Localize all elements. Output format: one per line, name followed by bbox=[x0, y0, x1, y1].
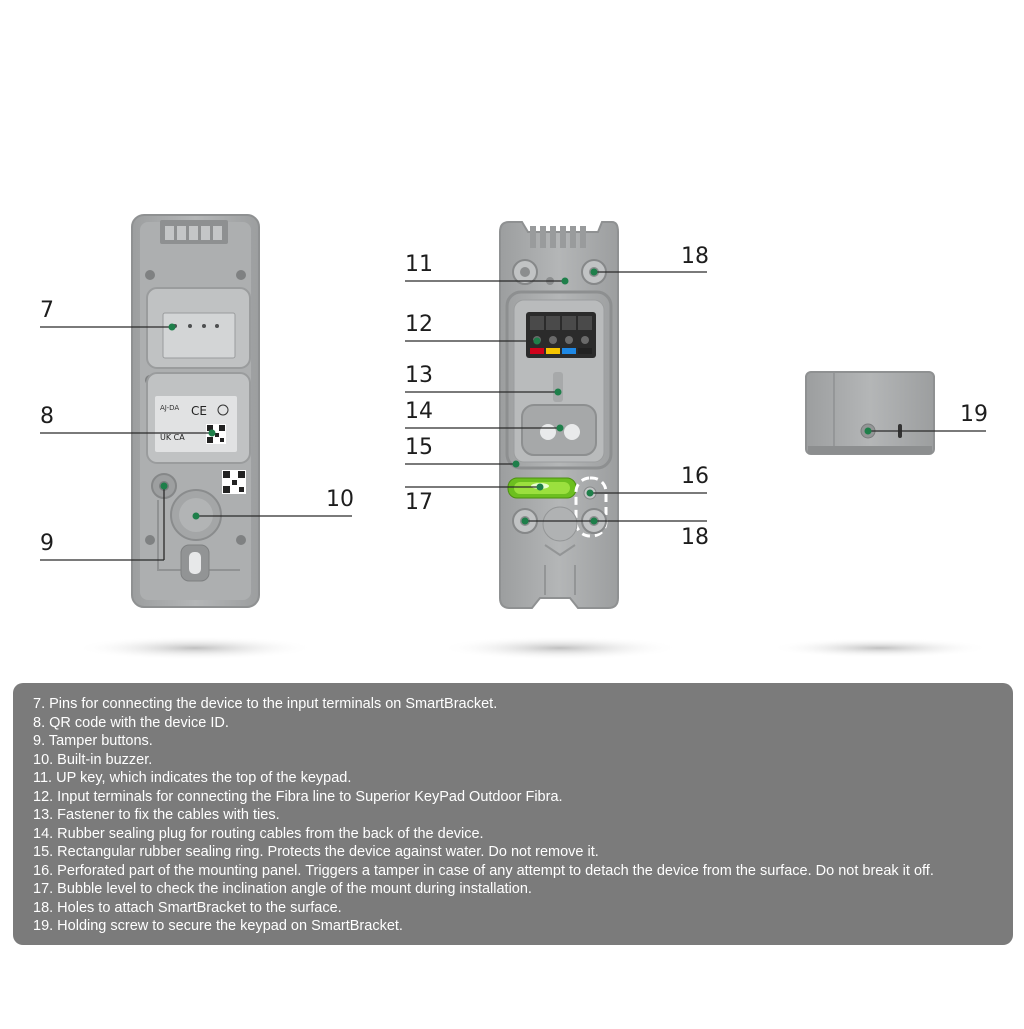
qr-code-small bbox=[206, 424, 226, 444]
legend-item-19: 19. Holding screw to secure the keypad o… bbox=[33, 918, 403, 934]
legend-item-10: 10. Built-in buzzer. bbox=[33, 751, 153, 768]
sealing-ring bbox=[505, 290, 613, 470]
callout-19: 19 bbox=[960, 402, 988, 427]
callout-18-bottom: 18 bbox=[681, 525, 709, 550]
callout-14: 14 bbox=[405, 399, 433, 424]
callout-13: 13 bbox=[405, 363, 433, 388]
side-body bbox=[805, 371, 935, 455]
pointer-dots bbox=[160, 268, 872, 525]
qr-code-id bbox=[222, 470, 246, 494]
cable-fastener bbox=[553, 372, 563, 402]
legend-item-16: 16. Perforated part of the mounting pane… bbox=[33, 862, 934, 879]
callout-11: 11 bbox=[405, 252, 433, 277]
model-code-text: AJ-DA bbox=[160, 404, 179, 412]
keypad-side-view bbox=[805, 371, 935, 455]
keypad-back-view: AJ-DA CE UK CA bbox=[131, 214, 260, 608]
legend-item-8: 8. QR code with the device ID. bbox=[33, 714, 229, 731]
legend-item-11: 11. UP key, which indicates the top of t… bbox=[33, 770, 352, 786]
legend-item-7: 7. Pins for connecting the device to the… bbox=[33, 696, 498, 712]
callout-17: 17 bbox=[405, 490, 433, 515]
legend-item-9: 9. Tamper buttons. bbox=[33, 733, 153, 749]
ce-mark-text: CE bbox=[191, 404, 207, 418]
ukca-mark-text: UK CA bbox=[160, 433, 185, 442]
smartbracket-view bbox=[499, 221, 619, 609]
shadow-side bbox=[770, 638, 990, 658]
callout-18-top: 18 bbox=[681, 244, 709, 269]
legend-item-15: 15. Rectangular rubber sealing ring. Pro… bbox=[33, 844, 599, 860]
shadow-keypad bbox=[75, 636, 315, 660]
perforated-part bbox=[574, 476, 608, 538]
legend-item-14: 14. Rubber sealing plug for routing cabl… bbox=[33, 825, 484, 842]
callout-16: 16 bbox=[681, 464, 709, 489]
recycle-icon bbox=[217, 404, 229, 416]
legend-panel: 7. Pins for connecting the device to the… bbox=[13, 683, 1013, 945]
legend-item-12: 12. Input terminals for connecting the F… bbox=[33, 788, 563, 805]
callout-12: 12 bbox=[405, 312, 433, 337]
legend-item-18: 18. Holes to attach SmartBracket to the … bbox=[33, 899, 342, 916]
shadow-bracket bbox=[440, 636, 680, 660]
leader-lines bbox=[40, 271, 986, 561]
legend-item-13: 13. Fastener to fix the cables with ties… bbox=[33, 807, 280, 823]
callout-15: 15 bbox=[405, 435, 433, 460]
callout-8: 8 bbox=[40, 404, 54, 429]
legend-item-17: 17. Bubble level to check the inclinatio… bbox=[33, 881, 532, 897]
callout-10: 10 bbox=[326, 487, 354, 512]
callout-9: 9 bbox=[40, 531, 54, 556]
input-terminals bbox=[526, 312, 596, 358]
bracket-top-grill bbox=[530, 226, 586, 248]
callout-7: 7 bbox=[40, 298, 54, 323]
